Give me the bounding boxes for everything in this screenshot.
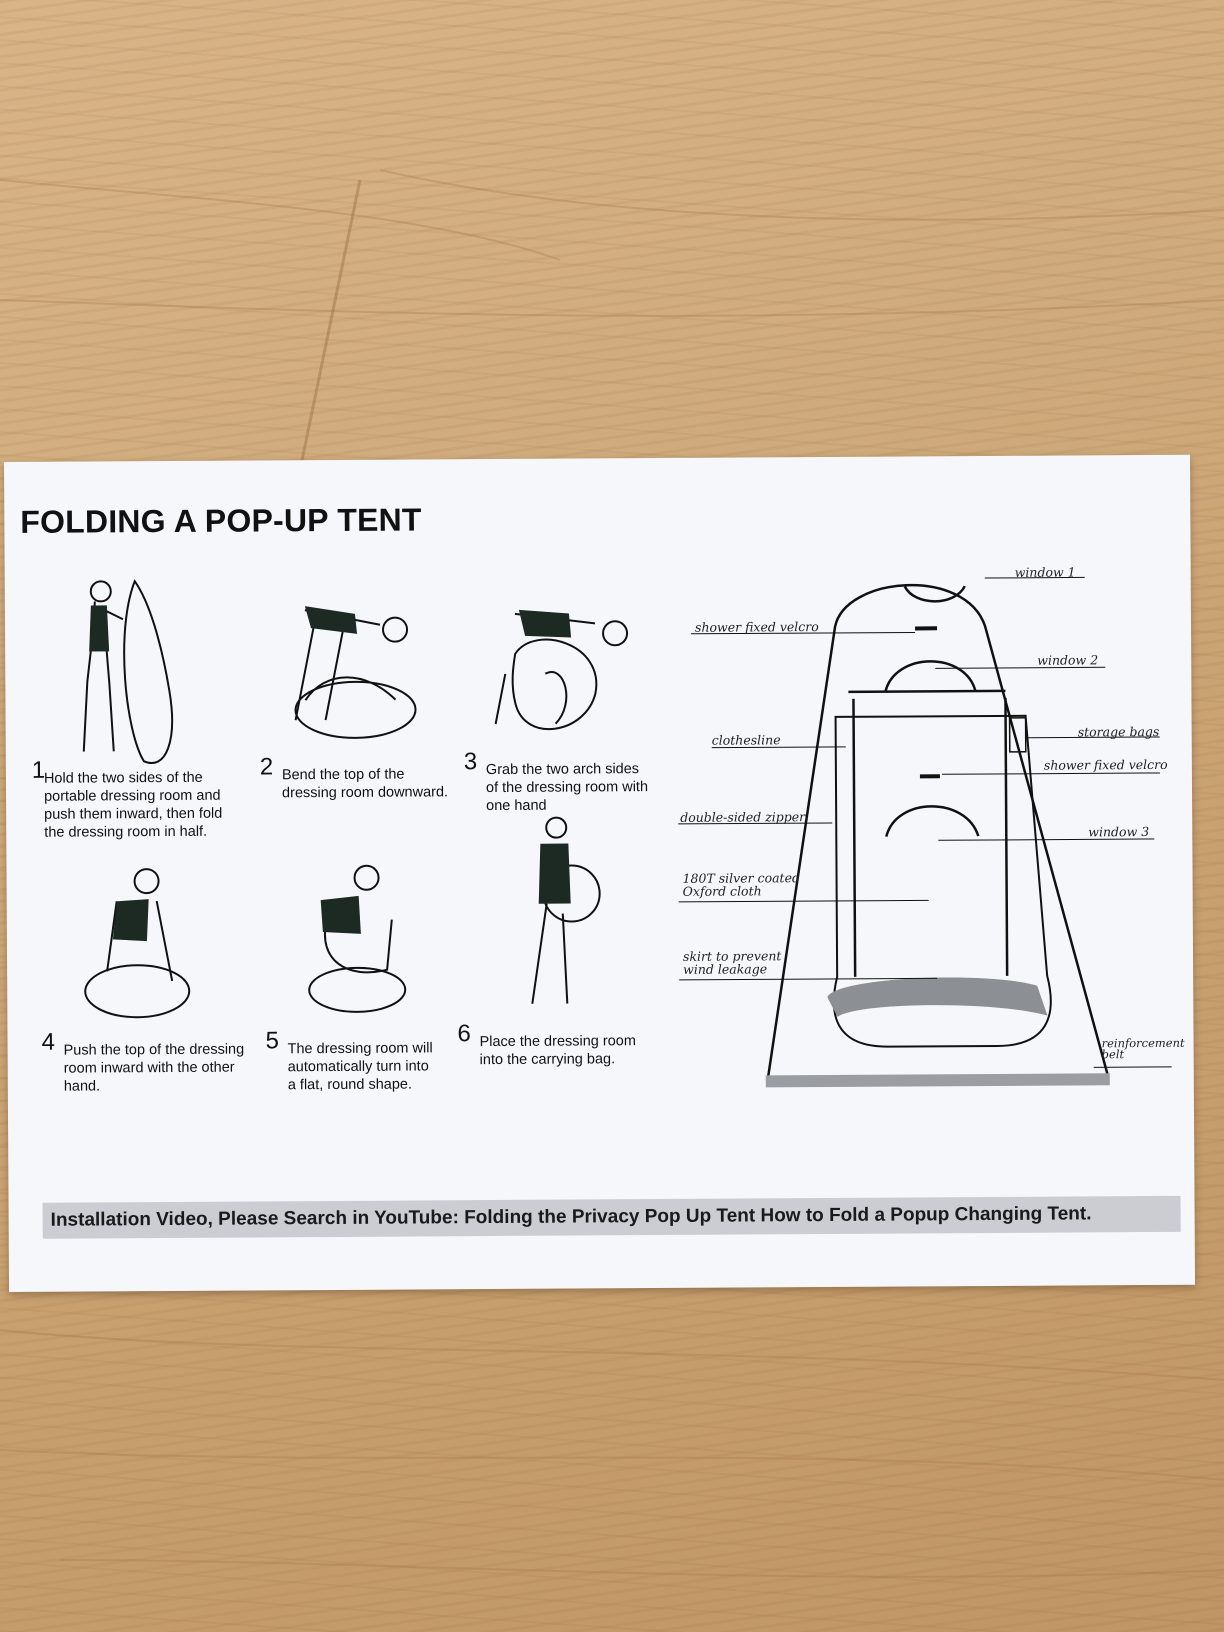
- step-6-illustration: [531, 816, 601, 1004]
- label-window-3: window 3: [1088, 824, 1150, 840]
- label-shower-fixed-velcro-top: shower fixed velcro: [694, 619, 819, 635]
- step-2-illustration: [294, 606, 417, 739]
- label-skirt: skirt to prevent wind leakage: [682, 948, 782, 977]
- label-double-sided-zipper: double-sided zipper: [680, 809, 806, 825]
- label-reinforcement-belt: reinforcement belt: [1101, 1035, 1185, 1062]
- label-window-2: window 2: [1037, 652, 1099, 668]
- label-storage-bags: storage bags: [1077, 723, 1160, 740]
- label-oxford-cloth: 180T silver coated Oxford cloth: [682, 870, 800, 899]
- label-window-1: window 1: [1014, 564, 1076, 580]
- youtube-search-note: Installation Video, Please Search in You…: [42, 1195, 1181, 1239]
- step-1-illustration: [82, 579, 173, 764]
- step-5-illustration: [308, 864, 407, 1013]
- tent-diagram: [678, 576, 1172, 1088]
- step-3-illustration: [494, 609, 629, 731]
- label-shower-fixed-velcro-mid: shower fixed velcro: [1043, 756, 1168, 773]
- step-4-illustration: [84, 868, 191, 1019]
- instruction-sheet: FOLDING A POP-UP TENT: [4, 454, 1196, 1292]
- label-clothesline: clothesline: [711, 732, 781, 748]
